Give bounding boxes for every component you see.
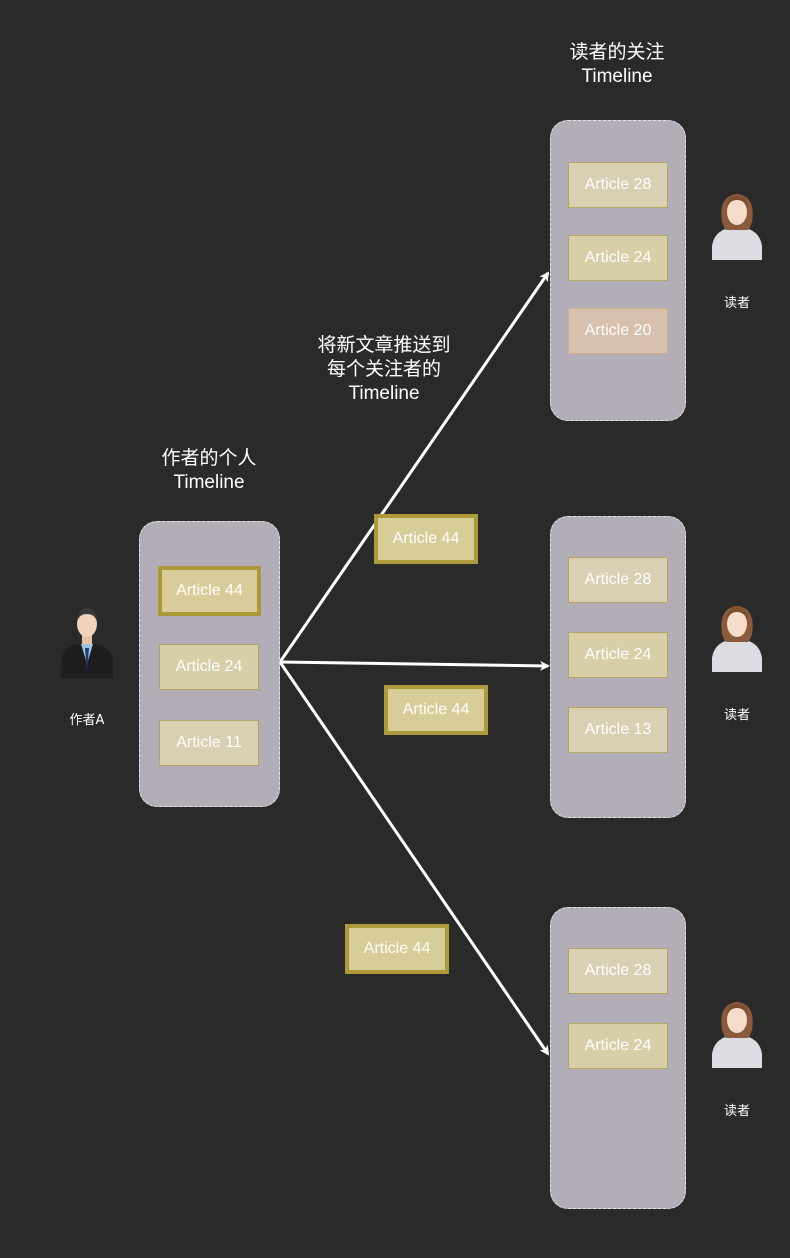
author-avatar xyxy=(55,602,119,678)
reader-article-card: Article 24 xyxy=(568,235,668,281)
reader-article-card: Article 24 xyxy=(568,1023,668,1069)
reader-timeline-2: Article 28 Article 24 Article 13 xyxy=(550,516,686,818)
pushed-article-card: Article 44 xyxy=(345,924,449,974)
reader-article-card: Article 28 xyxy=(568,557,668,603)
reader-timeline-title: 读者的关注 Timeline xyxy=(569,42,665,87)
author-name: 作者A xyxy=(69,713,105,728)
arrow-to-reader-3 xyxy=(278,661,550,1056)
arrow-to-reader-1 xyxy=(278,271,550,663)
reader-name: 读者 xyxy=(723,296,750,311)
author-timeline-title: 作者的个人 Timeline xyxy=(161,448,257,493)
arrow-to-reader-2 xyxy=(279,660,550,671)
reader-name: 读者 xyxy=(723,708,750,723)
reader-article-card: Article 28 xyxy=(568,948,668,994)
author-timeline: Article 44 Article 24 Article 11 xyxy=(139,521,280,807)
reader-article-card: Article 24 xyxy=(568,632,668,678)
reader-timeline-3: Article 28 Article 24 xyxy=(550,907,686,1209)
push-label: 将新文章推送到 每个关注者的 Timeline xyxy=(317,335,451,404)
reader-timeline-1: Article 28 Article 24 Article 20 xyxy=(550,120,686,421)
author-article-card: Article 24 xyxy=(159,644,259,690)
author-article-card: Article 44 xyxy=(158,566,261,616)
reader-avatar xyxy=(708,188,766,260)
pushed-article-card: Article 44 xyxy=(374,514,478,564)
reader-article-card: Article 28 xyxy=(568,162,668,208)
reader-article-card: Article 13 xyxy=(568,707,668,753)
reader-avatar xyxy=(708,996,766,1068)
pushed-article-card: Article 44 xyxy=(384,685,488,735)
reader-avatar xyxy=(708,600,766,672)
reader-name: 读者 xyxy=(723,1104,750,1119)
reader-article-card: Article 20 xyxy=(568,308,668,354)
author-article-card: Article 11 xyxy=(159,720,259,766)
